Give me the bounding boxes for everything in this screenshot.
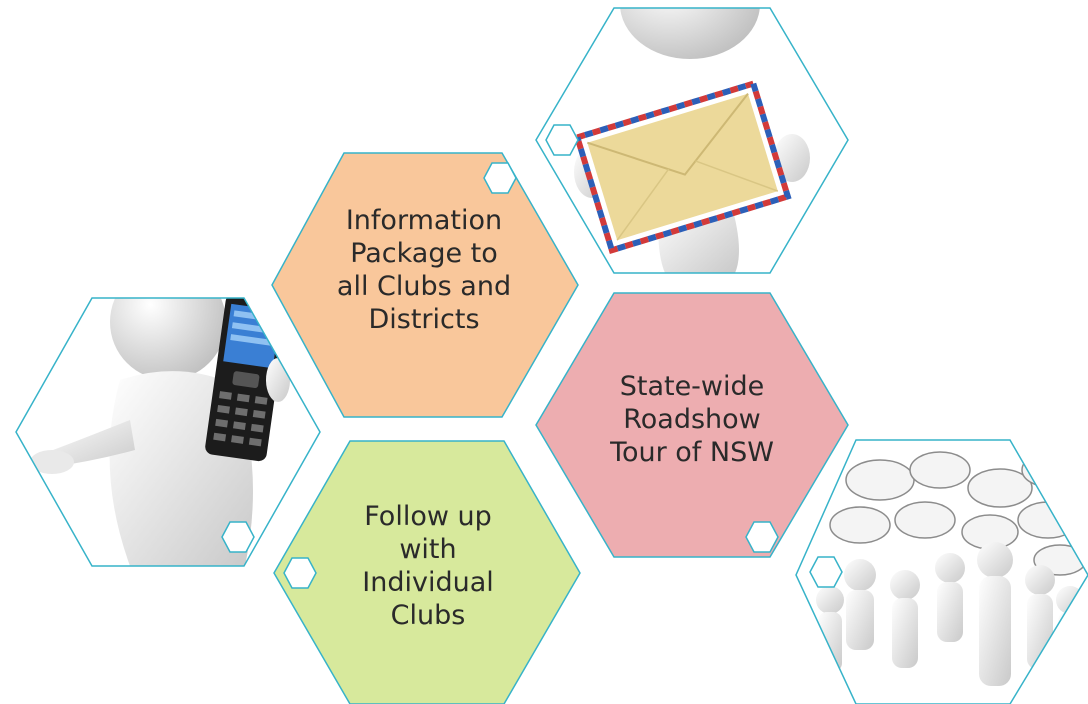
- label-line: State-wide: [619, 371, 765, 402]
- hexagon-badge: [283, 557, 317, 589]
- label-line: Clubs: [390, 600, 466, 631]
- figure-holding-envelope-icon: [536, 8, 848, 273]
- phone-image-hexagon: [15, 297, 321, 567]
- label-line: Individual: [362, 567, 494, 598]
- hexagon-badge: [483, 162, 517, 194]
- label-line: Information: [345, 205, 503, 236]
- label-line: Roadshow: [623, 404, 761, 435]
- hexagon-badge: [545, 124, 579, 156]
- information-package-hexagon: [271, 152, 579, 418]
- label-line: Tour of NSW: [610, 437, 774, 468]
- hexagon-badge: [745, 521, 779, 553]
- follow-up-label: Follow up with Individual Clubs: [326, 500, 530, 632]
- crowd-image-hexagon: [795, 439, 1088, 704]
- label-line: with: [399, 534, 457, 565]
- label-line: Follow up: [364, 501, 492, 532]
- label-line: all Clubs and: [336, 271, 512, 302]
- hexagon-badge: [809, 556, 843, 588]
- roadshow-label: State-wide Roadshow Tour of NSW: [590, 370, 794, 469]
- label-line: Package to: [350, 238, 498, 269]
- information-package-label: Information Package to all Clubs and Dis…: [322, 204, 526, 336]
- label-line: Districts: [368, 304, 480, 335]
- roadshow-hexagon: [535, 292, 849, 558]
- figure-on-phone-icon: [16, 298, 320, 566]
- follow-up-hexagon: [273, 440, 581, 704]
- hexagon-badge: [221, 521, 255, 553]
- envelope-image-hexagon: [535, 7, 849, 274]
